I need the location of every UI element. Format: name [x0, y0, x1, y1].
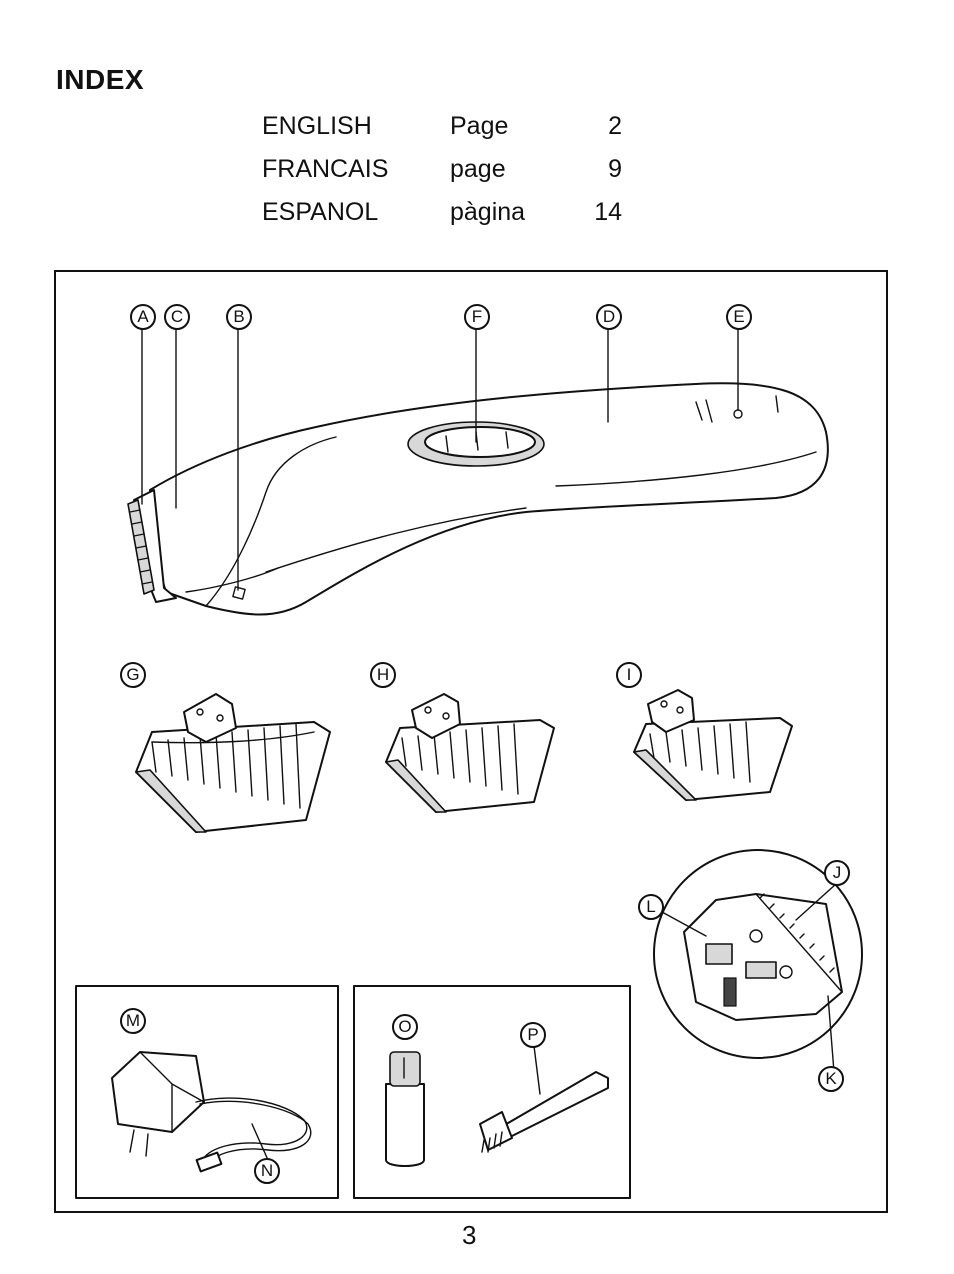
leader-lines [141, 327, 739, 591]
comb-g [135, 693, 331, 833]
index-language: ENGLISH [262, 112, 372, 140]
index-row-francais[interactable]: FRANCAIS page 9 [262, 155, 642, 185]
page-number: 3 [462, 1220, 477, 1250]
callout-f: F [464, 304, 490, 330]
parts-figure: A C B F D E G H I J L K M N O P [54, 270, 888, 1213]
index-language: FRANCAIS [262, 155, 389, 183]
index-heading: INDEX [56, 64, 145, 95]
callout-g: G [120, 662, 146, 688]
callout-l: L [638, 894, 664, 920]
clipper-body [127, 382, 829, 616]
callout-a: A [130, 304, 156, 330]
callout-k: K [818, 1066, 844, 1092]
blade-detail [653, 849, 863, 1073]
index-page-word: pàgina [450, 198, 526, 226]
callout-d: D [596, 304, 622, 330]
index-row-english[interactable]: ENGLISH Page 2 [262, 112, 642, 142]
accessories-box [353, 985, 631, 1199]
callout-b: B [226, 304, 252, 330]
index-page-word: page [450, 155, 506, 183]
index-page-number: 2 [608, 112, 622, 140]
callout-h: H [370, 662, 396, 688]
index-page-number: 9 [608, 155, 622, 183]
callout-m: M [120, 1008, 146, 1034]
comb-h [385, 693, 555, 813]
comb-i [633, 689, 793, 801]
callout-n: N [254, 1158, 280, 1184]
callout-i: I [616, 662, 642, 688]
callout-p: P [520, 1022, 546, 1048]
index-page-word: Page [450, 112, 509, 140]
callout-c: C [164, 304, 190, 330]
index-page-number: 14 [594, 198, 622, 226]
index-row-espanol[interactable]: ESPANOL pàgina 14 [262, 198, 642, 228]
callout-j: J [824, 860, 850, 886]
callout-o: O [392, 1014, 418, 1040]
adapter-box [75, 985, 339, 1199]
index-language: ESPANOL [262, 198, 379, 226]
callout-e: E [726, 304, 752, 330]
parts-illustration [75, 327, 863, 1199]
